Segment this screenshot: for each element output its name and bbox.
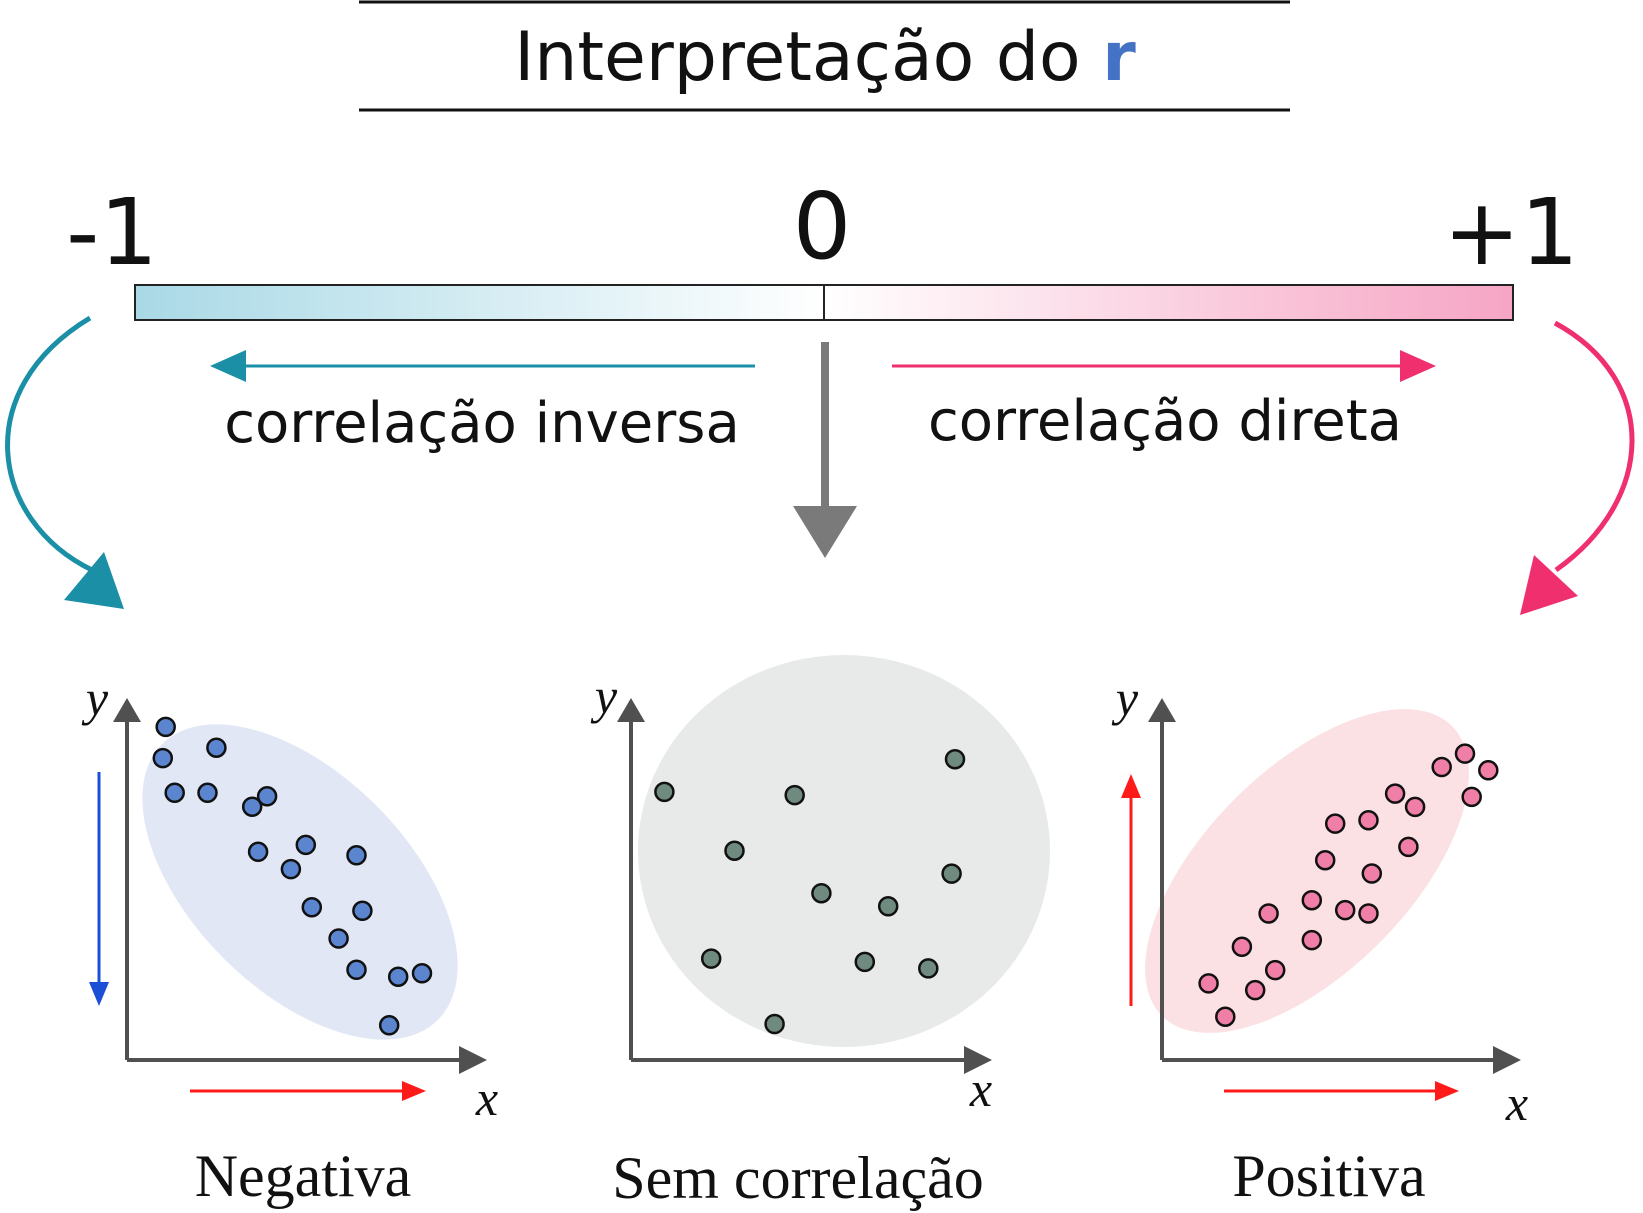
none-data-point: [941, 863, 962, 884]
negative-data-point: [346, 845, 367, 866]
positive-data-point: [1404, 796, 1426, 818]
negative-caption: Negativa: [195, 1143, 412, 1209]
title-symbol: r: [1102, 18, 1136, 97]
positive-data-point: [1198, 973, 1219, 994]
positive-data-point: [1358, 809, 1379, 831]
positive-y-label: y: [1111, 670, 1139, 726]
negative-data-point: [328, 928, 349, 949]
no-correlation-y-label: y: [590, 668, 618, 724]
none-data-point: [784, 784, 805, 806]
negative-data-point: [197, 782, 218, 804]
direct-label: correlação direta: [928, 389, 1402, 454]
positive-data-point: [1334, 899, 1356, 921]
none-data-point: [811, 882, 832, 904]
positive-data-point: [1231, 936, 1253, 958]
panel-positive: y x Positiva: [1111, 670, 1528, 1209]
none-data-point: [700, 948, 722, 969]
positive-data-point: [1301, 889, 1323, 911]
no-correlation-x-label: x: [969, 1061, 992, 1117]
inverse-label: correlação inversa: [224, 391, 740, 456]
none-data-point: [724, 840, 745, 861]
positive-data-point: [1301, 929, 1323, 951]
positive-data-point: [1384, 783, 1406, 804]
none-data-point: [918, 958, 939, 979]
panel-negative: y x Negativa: [81, 670, 498, 1209]
positive-data-point: [1361, 863, 1383, 884]
negative-y-label: y: [81, 670, 109, 726]
scale-left-value: -1: [66, 179, 158, 286]
negative-data-point: [241, 796, 263, 817]
negative-data-point: [378, 1015, 400, 1036]
negative-axes: [113, 698, 487, 1074]
positive-data-point: [1358, 903, 1379, 924]
curved-arrow-to-negative: [5, 315, 124, 609]
positive-x-trend-arrow: [1224, 1081, 1459, 1101]
negative-data-point: [295, 834, 317, 856]
none-data-point: [877, 896, 899, 917]
positive-data-point: [1215, 1006, 1236, 1027]
positive-data-point: [1244, 979, 1266, 1001]
no-correlation-caption: Sem correlação: [612, 1145, 983, 1211]
page-title: Interpretação do r: [514, 18, 1136, 97]
positive-data-point: [1461, 786, 1482, 808]
curved-arrow-to-positive: [1520, 320, 1635, 615]
negative-data-point: [206, 737, 227, 758]
negative-data-point: [256, 786, 278, 807]
positive-data-point: [1324, 813, 1346, 834]
no-correlation-axes: [617, 698, 992, 1074]
negative-points: [152, 716, 433, 1036]
negative-data-point: [301, 897, 323, 918]
positive-x-label: x: [1505, 1075, 1528, 1131]
positive-y-trend-arrow: [1121, 774, 1141, 1006]
scale-bar-positive: [824, 285, 1513, 320]
positive-data-point: [1264, 959, 1286, 981]
positive-data-point: [1454, 743, 1476, 764]
negative-data-point: [346, 959, 367, 981]
positive-data-point: [1398, 836, 1419, 858]
positive-data-point: [1258, 903, 1279, 924]
scale-bar-negative: [135, 285, 824, 320]
center-down-arrow: [793, 342, 857, 558]
none-data-point: [944, 748, 966, 770]
negative-data-point: [155, 716, 176, 738]
negative-data-point: [411, 963, 433, 984]
inverse-direction-arrow: [210, 350, 755, 382]
positive-caption: Positiva: [1232, 1143, 1425, 1209]
none-data-point: [764, 1013, 785, 1035]
none-data-point: [654, 781, 675, 803]
no-correlation-points: [654, 748, 966, 1035]
negative-y-trend-arrow: [89, 772, 109, 1006]
negative-data-point: [164, 782, 185, 804]
scale-right-value: +1: [1443, 179, 1579, 286]
scale-center-value: 0: [793, 173, 852, 280]
positive-points: [1198, 743, 1499, 1027]
no-correlation-region: [638, 655, 1050, 1047]
negative-data-point: [152, 747, 174, 769]
negative-data-point: [247, 841, 269, 863]
negative-data-point: [387, 966, 409, 987]
none-data-point: [854, 951, 876, 973]
positive-axes: [1148, 698, 1521, 1074]
negative-x-trend-arrow: [190, 1081, 426, 1101]
negative-data-point: [352, 900, 373, 922]
positive-data-point: [1478, 760, 1499, 781]
negative-region: [142, 724, 458, 1040]
negative-data-point: [280, 858, 302, 880]
direct-direction-arrow: [892, 350, 1436, 382]
title-text: Interpretação do: [514, 18, 1102, 97]
negative-x-label: x: [475, 1070, 498, 1126]
panel-no-correlation: y x Sem correlação: [590, 655, 1050, 1211]
positive-data-point: [1314, 849, 1336, 871]
positive-data-point: [1431, 756, 1452, 778]
